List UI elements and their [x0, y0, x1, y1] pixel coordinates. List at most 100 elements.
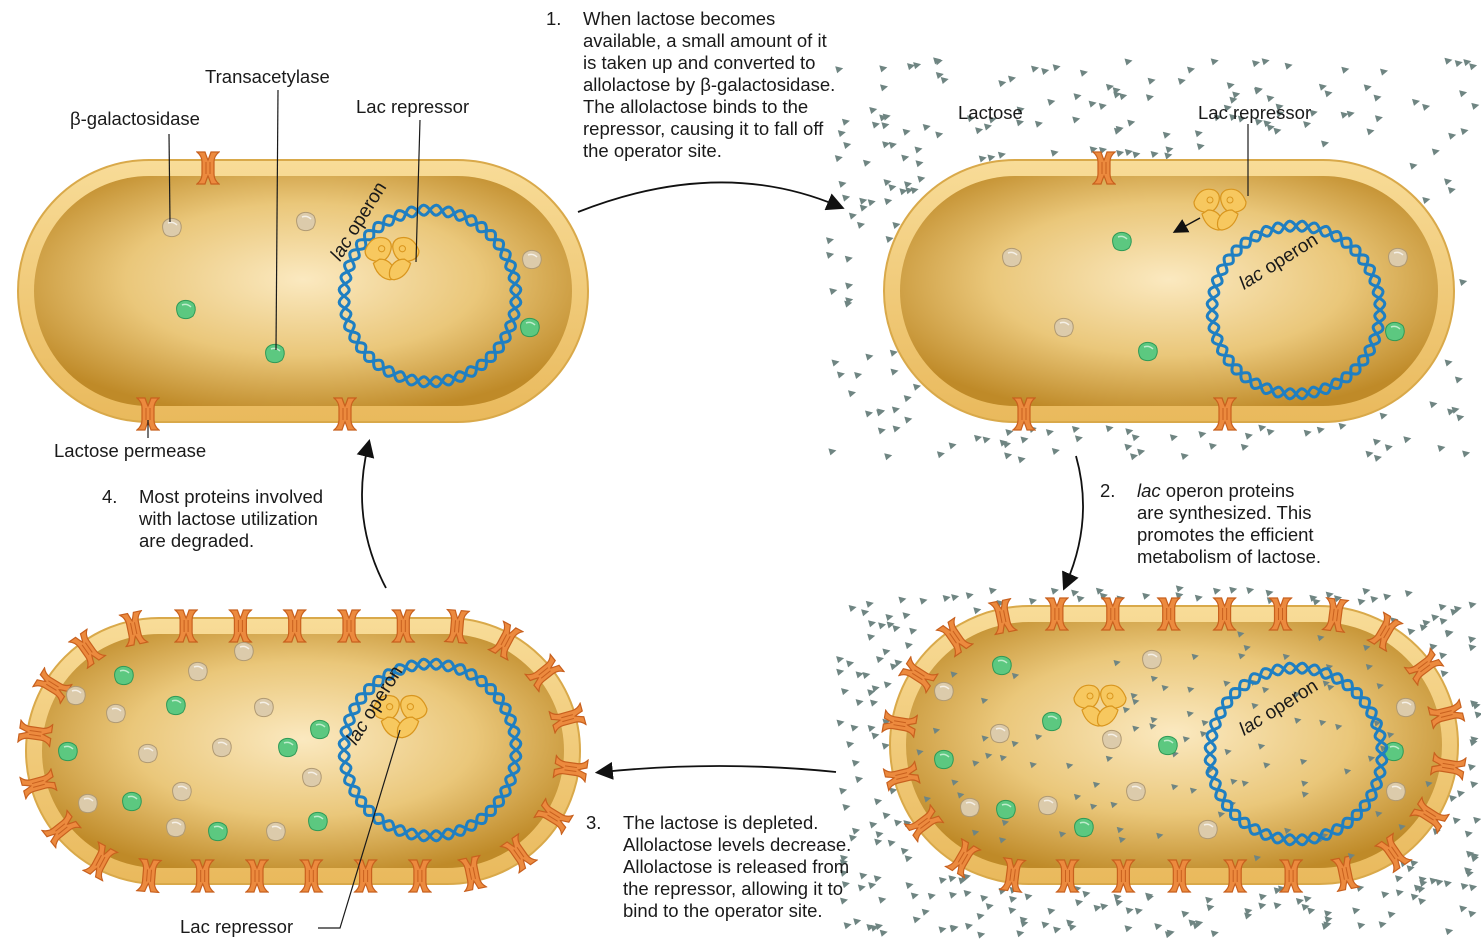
lactose-molecule-icon — [1274, 902, 1282, 909]
lactose-molecule-icon — [1420, 624, 1428, 631]
lactose-molecule-icon — [839, 181, 847, 188]
lactose-molecule-icon — [1125, 925, 1133, 932]
lactose-molecule-icon — [986, 903, 994, 910]
lactose-molecule-icon — [870, 700, 878, 707]
lactose-molecule-icon — [1317, 427, 1325, 434]
lactose-molecule-icon — [1455, 60, 1463, 67]
lactose-molecule-icon — [898, 597, 906, 604]
lactose-molecule-icon — [1422, 104, 1430, 111]
lactose-molecule-icon — [1151, 151, 1159, 158]
lactose-molecule-icon — [1166, 146, 1174, 153]
lactose-molecule-icon — [975, 127, 983, 134]
beta-galactosidase-icon — [1055, 318, 1074, 336]
lactose-molecule-icon — [904, 417, 912, 424]
lactose-molecule-icon — [857, 222, 865, 229]
lactose-molecule-icon — [1461, 883, 1469, 890]
lactose-molecule-icon — [1259, 894, 1267, 901]
lactose-molecule-icon — [1029, 598, 1037, 605]
lactose-molecule-icon — [1258, 903, 1266, 910]
lactose-molecule-icon — [1125, 428, 1133, 435]
lactose-molecule-icon — [1051, 150, 1059, 157]
lactose-molecule-icon — [948, 875, 956, 882]
beta-galactosidase-label: β-galactosidase — [70, 108, 200, 130]
lactose-molecule-icon — [886, 236, 894, 243]
lactose-molecule-icon — [1164, 153, 1172, 160]
cell-3-lactose-metabolism: lac operon — [836, 585, 1481, 938]
lactose-molecule-icon — [1074, 93, 1082, 100]
lactose-molecule-icon — [1053, 927, 1061, 934]
lactose-molecule-icon — [862, 672, 870, 679]
beta-galactosidase-icon — [163, 218, 182, 236]
transacetylase-icon — [177, 300, 196, 318]
lactose-molecule-icon — [1176, 585, 1184, 592]
lactose-molecule-icon — [1470, 781, 1478, 788]
lactose-molecule-icon — [1198, 431, 1206, 438]
lactose-molecule-icon — [911, 893, 919, 900]
lactose-molecule-icon — [874, 798, 882, 805]
lactose-molecule-icon — [1266, 590, 1274, 597]
lactose-molecule-icon — [1469, 63, 1477, 70]
lactose-molecule-icon — [1410, 163, 1418, 170]
lactose-molecule-icon — [859, 198, 867, 205]
lactose-molecule-icon — [1441, 670, 1449, 677]
lactose-molecule-icon — [1016, 930, 1024, 937]
lactose-molecule-icon — [1258, 425, 1266, 432]
lactose-molecule-icon — [865, 411, 873, 418]
lactose-molecule-icon — [1411, 894, 1419, 901]
beta-galactosidase-icon — [961, 798, 980, 816]
transacetylase-icon — [997, 800, 1016, 818]
lactose-molecule-icon — [846, 660, 854, 667]
transacetylase-icon — [1139, 342, 1158, 360]
lactose-molecule-icon — [1374, 95, 1382, 102]
lactose-molecule-icon — [867, 634, 875, 641]
lactose-molecule-icon — [1432, 149, 1440, 156]
lactose-molecule-icon — [1089, 101, 1097, 108]
lactose-molecule-icon — [1170, 434, 1178, 441]
lactose-molecule-icon — [1321, 141, 1329, 148]
lactose-molecule-icon — [1459, 905, 1467, 912]
lactose-molecule-icon — [826, 237, 834, 244]
lactose-molecule-icon — [1396, 889, 1404, 896]
lactose-molecule-icon — [937, 451, 945, 458]
lactose-molecule-icon — [1025, 893, 1033, 900]
lactose-molecule-icon — [891, 369, 899, 376]
lactose-molecule-icon — [1267, 429, 1275, 436]
transacetylase-icon — [279, 738, 298, 756]
lactose-molecule-icon — [836, 669, 844, 676]
lactose-molecule-icon — [1313, 599, 1321, 606]
lactose-molecule-icon — [860, 205, 868, 212]
lactose-molecule-icon — [1075, 435, 1083, 442]
lactose-molecule-icon — [826, 252, 834, 259]
lactose-molecule-icon — [1197, 143, 1205, 150]
lactose-molecule-icon — [868, 725, 876, 732]
lactose-molecule-icon — [856, 671, 864, 678]
lac-repressor-label-2: Lac repressor — [1198, 102, 1311, 124]
lactose-molecule-icon — [1163, 132, 1171, 139]
lactose-molecule-icon — [1456, 414, 1464, 421]
lactose-molecule-icon — [851, 725, 859, 732]
transacetylase-icon — [266, 344, 285, 362]
transacetylase-label: Transacetylase — [205, 66, 330, 88]
lactose-molecule-icon — [1307, 908, 1315, 915]
lactose-molecule-icon — [1051, 588, 1059, 595]
lactose-molecule-icon — [1003, 441, 1011, 448]
beta-galactosidase-icon — [935, 682, 954, 700]
lactose-molecule-icon — [1473, 703, 1481, 710]
lactose-molecule-icon — [1374, 455, 1382, 462]
lactose-molecule-icon — [837, 720, 845, 727]
lactose-molecule-icon — [880, 930, 888, 937]
lactose-molecule-icon — [1461, 128, 1469, 135]
lactose-molecule-icon — [1448, 133, 1456, 140]
lactose-molecule-icon — [893, 426, 901, 433]
lactose-molecule-icon — [1357, 922, 1365, 929]
lactose-molecule-icon — [989, 587, 997, 594]
transacetylase-icon — [1113, 232, 1132, 250]
lactose-molecule-icon — [892, 625, 900, 632]
lactose-molecule-icon — [1137, 449, 1145, 456]
lactose-molecule-icon — [966, 592, 974, 599]
lactose-molecule-icon — [917, 176, 925, 183]
lactose-molecule-icon — [1304, 896, 1312, 903]
lactose-molecule-icon — [965, 923, 973, 930]
lactose-molecule-icon — [1009, 896, 1017, 903]
